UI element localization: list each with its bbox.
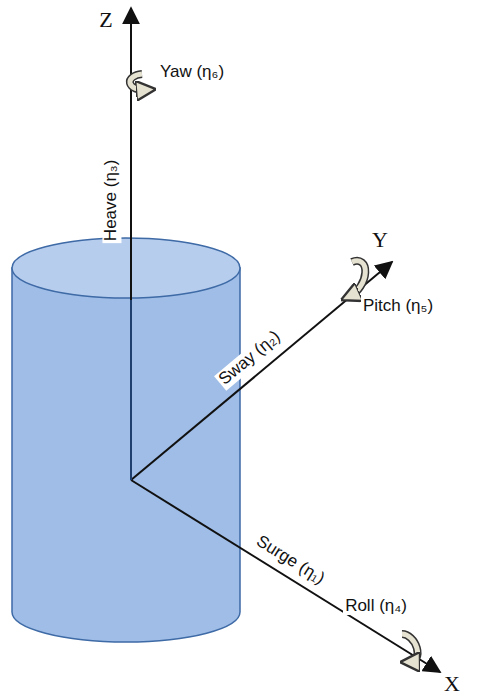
pitch-arrow <box>350 261 365 296</box>
motion-label: Heave (η₃) <box>103 157 122 243</box>
axis-letter: X <box>442 672 462 696</box>
axis-letter: Z <box>97 8 114 32</box>
motion-label: Pitch (η₅) <box>361 297 435 316</box>
yaw-arrow <box>130 74 146 90</box>
motion-label: Yaw (η₆) <box>158 63 226 82</box>
axis-letter: Y <box>370 228 390 252</box>
motion-label: Surge (η₁) <box>251 531 329 590</box>
cylinder <box>12 238 240 642</box>
x-axis <box>131 480 440 672</box>
roll-arrow <box>402 634 418 662</box>
motion-label: Roll (η₄) <box>343 597 409 616</box>
z-axis-inner <box>130 300 132 480</box>
